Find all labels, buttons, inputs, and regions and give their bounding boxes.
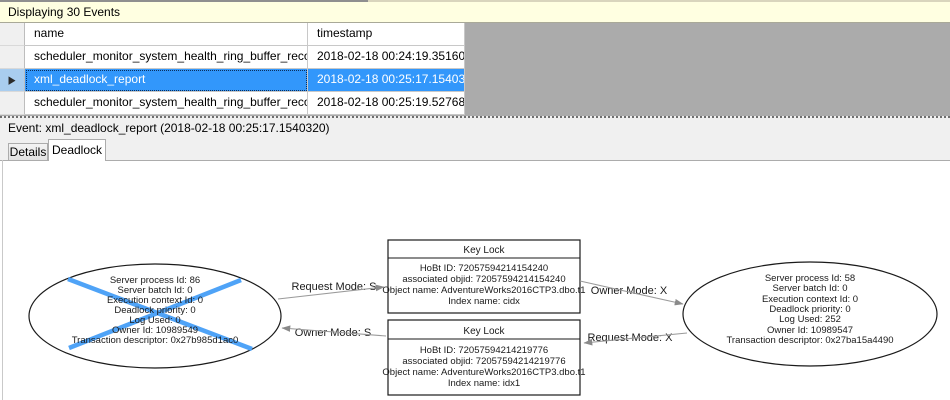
svg-text:Server process Id: 58: Server process Id: 58: [765, 273, 855, 284]
cell-timestamp[interactable]: 2018-02-18 00:25:19.5276859: [308, 92, 465, 115]
tab-deadlock[interactable]: Deadlock: [48, 139, 106, 161]
svg-text:Server process Id: 86: Server process Id: 86: [110, 275, 200, 286]
svg-text:Object name: AdventureWorks201: Object name: AdventureWorks2016CTP3.dbo.…: [382, 285, 585, 296]
svg-text:Owner Mode: X: Owner Mode: X: [591, 285, 668, 297]
cell-name[interactable]: scheduler_monitor_system_health_ring_buf…: [25, 92, 308, 115]
victim-cross-icon: [67, 276, 253, 352]
edge-owner-s: Owner Mode: S: [281, 325, 387, 339]
edge-request-x: Request Mode: X: [583, 332, 688, 346]
tab-details[interactable]: Details: [8, 143, 48, 160]
svg-text:Owner Mode: S: Owner Mode: S: [295, 327, 371, 339]
row-selector-current[interactable]: ▶: [0, 69, 25, 92]
lock-node-cidx[interactable]: Key Lock HoBt ID: 72057594214154240 asso…: [382, 239, 586, 314]
cell-name[interactable]: xml_deadlock_report: [25, 69, 308, 92]
cell-timestamp[interactable]: 2018-02-18 00:25:17.1540320: [308, 69, 465, 92]
table-row[interactable]: scheduler_monitor_system_health_ring_buf…: [0, 46, 950, 69]
grid-header-row: name timestamp: [0, 23, 950, 46]
edge-request-s: Request Mode: S: [277, 281, 385, 300]
cell-timestamp[interactable]: 2018-02-18 00:24:19.3516078: [308, 46, 465, 69]
pane-left-border: [2, 160, 3, 400]
events-grid: name timestamp scheduler_monitor_system_…: [0, 23, 950, 116]
process-node-victim[interactable]: Server process Id: 86 Server batch Id: 0…: [28, 263, 282, 369]
column-header-timestamp[interactable]: timestamp: [308, 23, 465, 46]
svg-text:Index name: idx1: Index name: idx1: [448, 378, 520, 389]
events-count-bar: Displaying 30 Events: [0, 2, 950, 23]
column-header-name[interactable]: name: [25, 23, 308, 46]
svg-text:Deadlock priority: 0: Deadlock priority: 0: [114, 305, 195, 316]
svg-text:Index name: cidx: Index name: cidx: [448, 296, 520, 307]
process-node[interactable]: Server process Id: 58 Server batch Id: 0…: [682, 261, 938, 367]
svg-text:associated objid: 720575942141: associated objid: 72057594214154240: [402, 274, 565, 285]
svg-text:Object name: AdventureWorks201: Object name: AdventureWorks2016CTP3.dbo.…: [382, 367, 585, 378]
svg-text:Server batch Id: 0: Server batch Id: 0: [773, 283, 848, 294]
svg-text:Execution context Id: 0: Execution context Id: 0: [107, 295, 203, 306]
tab-strip: Details Deadlock: [0, 139, 950, 161]
svg-text:HoBt ID: 72057594214154240: HoBt ID: 72057594214154240: [420, 263, 548, 274]
event-summary-bar: Event: xml_deadlock_report (2018-02-18 0…: [0, 116, 950, 139]
edge-owner-x: Owner Mode: X: [579, 280, 684, 306]
svg-text:Transaction descriptor: 0x27b9: Transaction descriptor: 0x27b985d1ac0: [72, 335, 239, 346]
svg-text:Log Used: 0: Log Used: 0: [129, 315, 180, 326]
svg-text:associated objid: 720575942142: associated objid: 72057594214219776: [402, 356, 565, 367]
cell-name[interactable]: scheduler_monitor_system_health_ring_buf…: [25, 46, 308, 69]
lock-node-idx1[interactable]: Key Lock HoBt ID: 72057594214219776 asso…: [382, 319, 586, 396]
svg-text:Key Lock: Key Lock: [463, 245, 505, 256]
svg-text:HoBt ID: 72057594214219776: HoBt ID: 72057594214219776: [420, 345, 548, 356]
table-row-selected[interactable]: ▶ xml_deadlock_report 2018-02-18 00:25:1…: [0, 69, 950, 92]
svg-text:Log Used: 252: Log Used: 252: [779, 314, 841, 325]
top-edge-strip: [0, 0, 950, 2]
svg-text:Key Lock: Key Lock: [463, 326, 505, 337]
row-selector[interactable]: [0, 92, 25, 115]
svg-text:Owner Id: 10989547: Owner Id: 10989547: [767, 325, 853, 336]
svg-text:Request Mode: S: Request Mode: S: [292, 281, 377, 293]
svg-text:Deadlock priority: 0: Deadlock priority: 0: [769, 304, 850, 315]
deadlock-graph-pane: Server process Id: 86 Server batch Id: 0…: [0, 160, 950, 400]
svg-text:Execution context Id: 0: Execution context Id: 0: [762, 294, 858, 305]
row-selector[interactable]: [0, 46, 25, 69]
svg-text:Server batch Id: 0: Server batch Id: 0: [118, 285, 193, 296]
svg-text:Transaction descriptor: 0x27ba: Transaction descriptor: 0x27ba15a4490: [726, 335, 893, 346]
grid-header-gutter: [0, 23, 25, 46]
table-row[interactable]: scheduler_monitor_system_health_ring_buf…: [0, 92, 950, 115]
current-row-arrow-icon: ▶: [8, 73, 16, 86]
svg-text:Owner Id: 10989549: Owner Id: 10989549: [112, 325, 198, 336]
deadlock-graph: Server process Id: 86 Server batch Id: 0…: [28, 239, 938, 396]
